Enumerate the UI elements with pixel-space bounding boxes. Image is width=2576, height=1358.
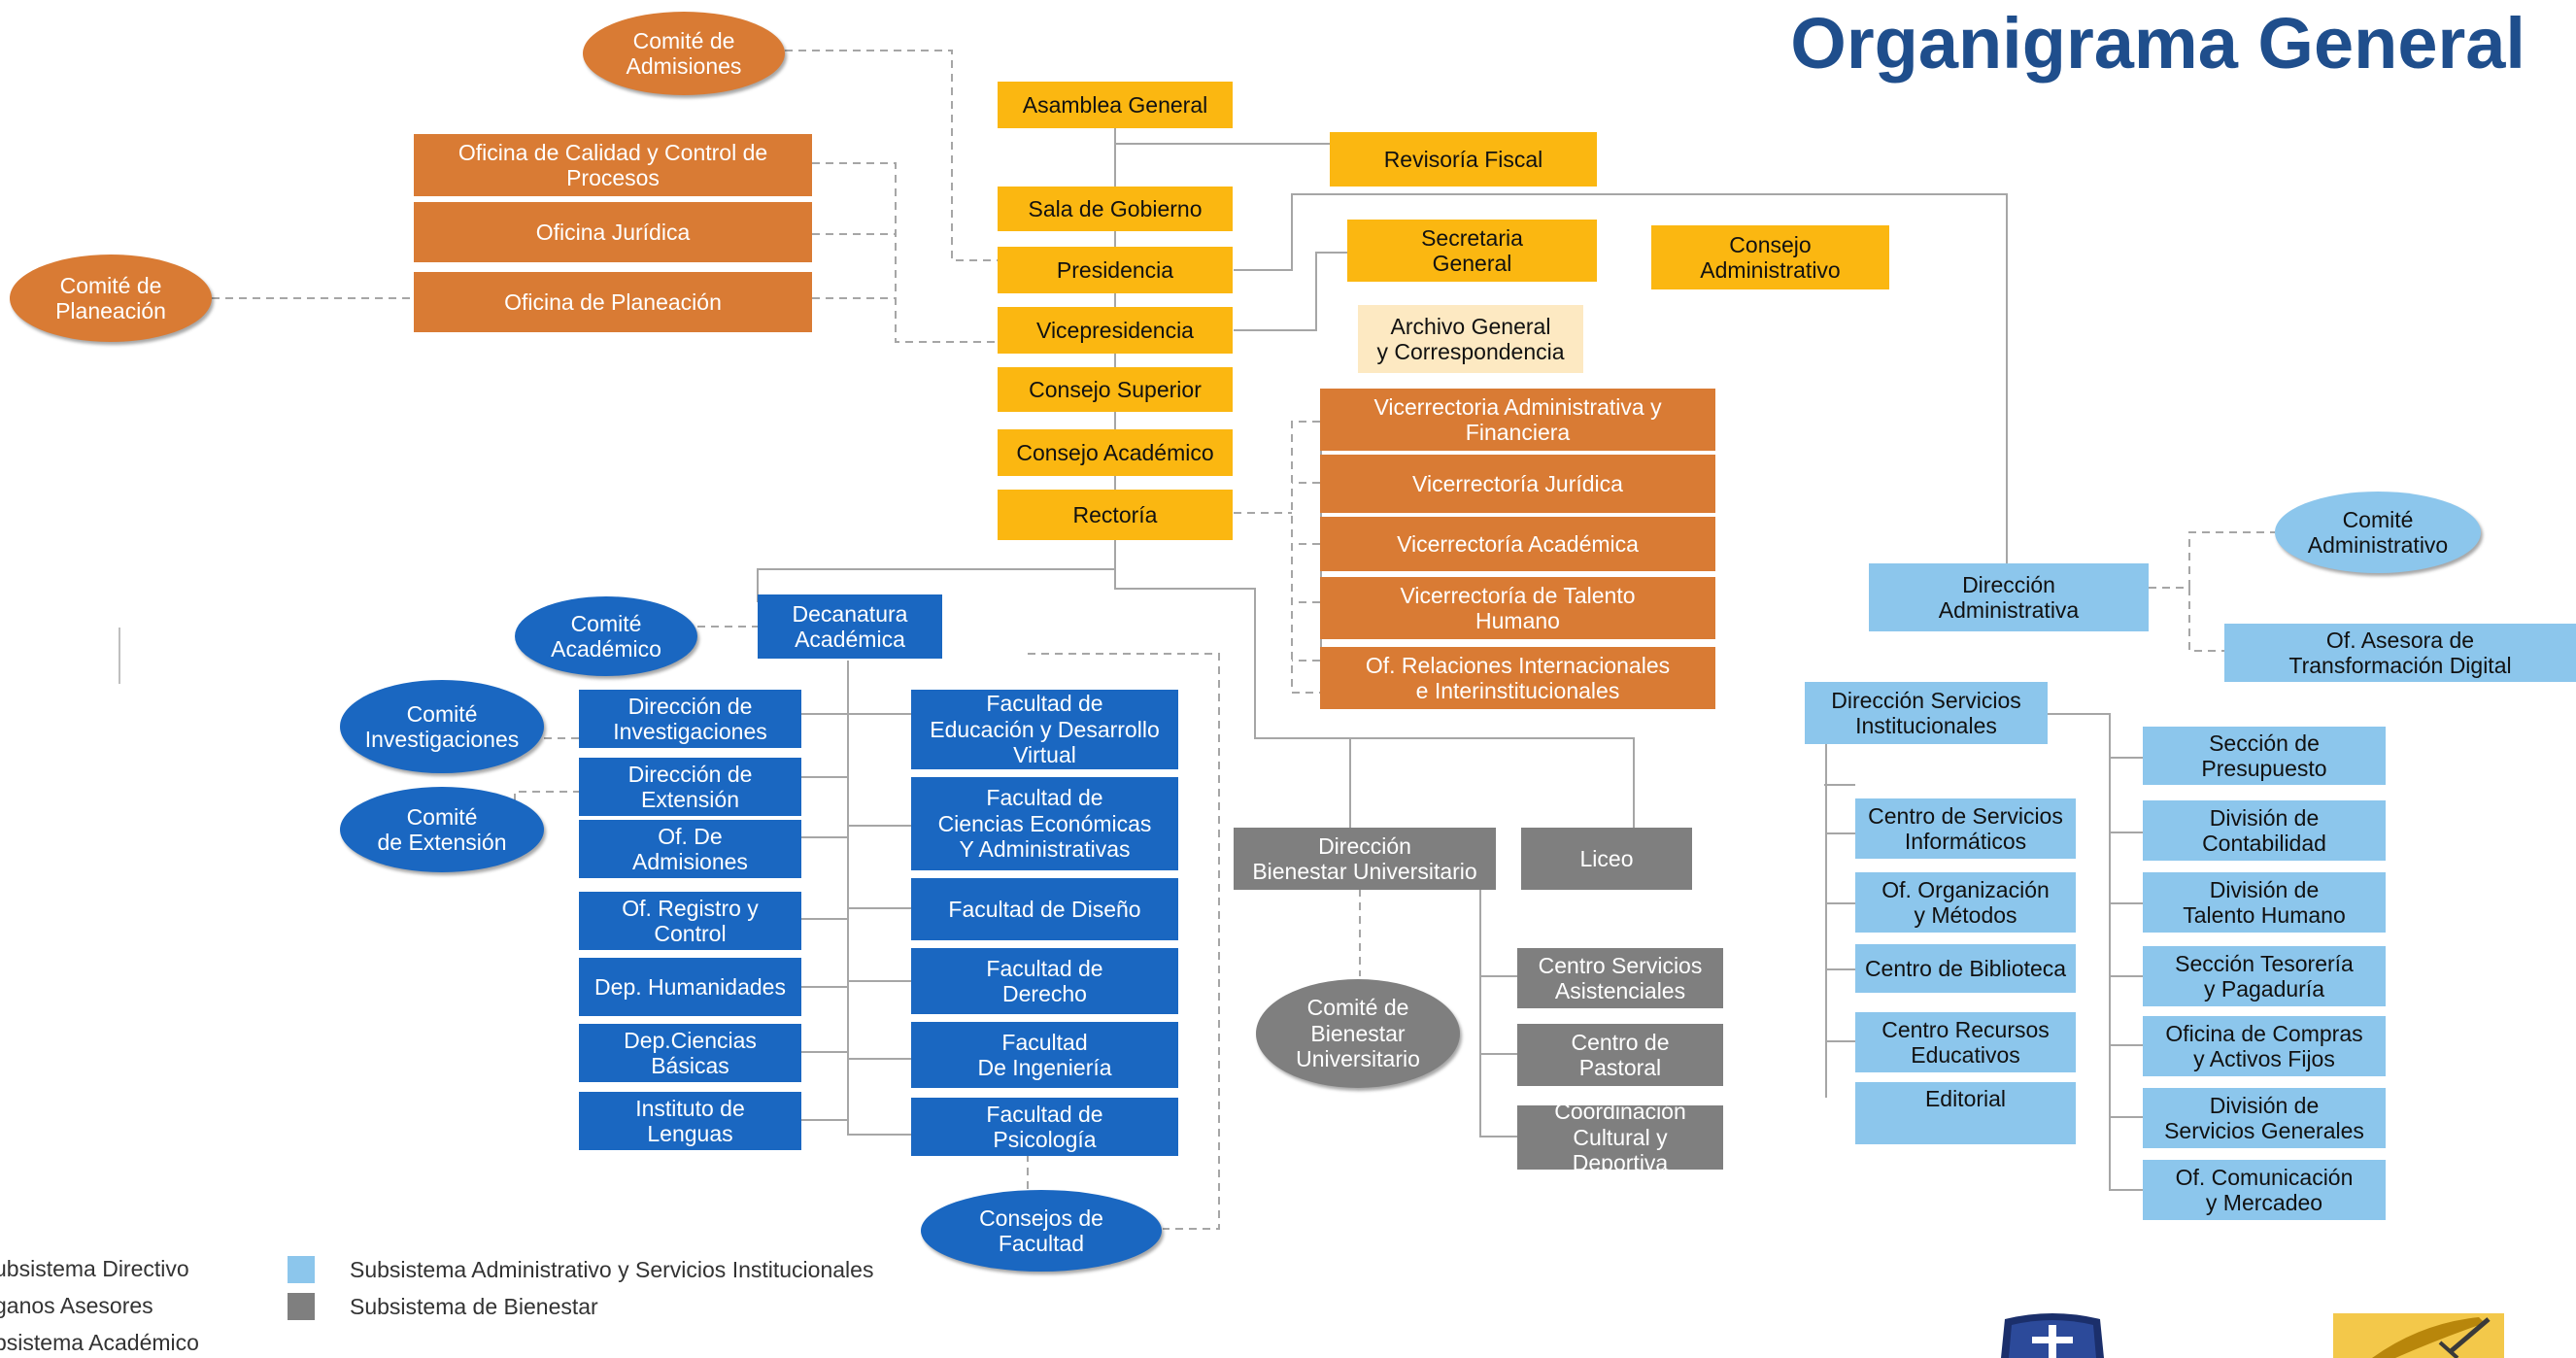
legend-asesores: ganos Asesores <box>0 1293 153 1319</box>
node-vicepresidencia[interactable]: Vicepresidencia <box>998 307 1233 354</box>
node-dep-ciencias-basicas[interactable]: Dep.Ciencias Básicas <box>579 1024 801 1082</box>
node-of-admisiones[interactable]: Of. De Admisiones <box>579 820 801 878</box>
legend-administrativo: Subsistema Administrativo y Servicios In… <box>288 1256 873 1283</box>
node-dir-bienestar[interactable]: Dirección Bienestar Universitario <box>1234 828 1496 890</box>
node-vr-administrativa[interactable]: Vicerrectoria Administrativa y Financier… <box>1320 389 1715 451</box>
node-comite-academico[interactable]: Comité Académico <box>515 596 697 676</box>
node-asamblea-general[interactable]: Asamblea General <box>998 82 1233 128</box>
node-instituto-lenguas[interactable]: Instituto de Lenguas <box>579 1092 801 1150</box>
legend-label: Subsistema de Bienestar <box>350 1293 598 1319</box>
legend-directivo: ubsistema Directivo <box>0 1256 189 1282</box>
node-centro-recursos[interactable]: Centro Recursos Educativos <box>1855 1012 2076 1072</box>
node-of-compras[interactable]: Oficina de Compras y Activos Fijos <box>2143 1016 2386 1076</box>
node-coordinacion-cultural[interactable]: Coordinación Cultural y Deportiva <box>1517 1099 1723 1175</box>
node-consejo-academico[interactable]: Consejo Académico <box>998 429 1233 476</box>
node-oficina-planeacion[interactable]: Oficina de Planeación <box>414 272 812 332</box>
legend-label: ganos Asesores <box>0 1293 153 1318</box>
node-div-contabilidad[interactable]: División de Contabilidad <box>2143 800 2386 861</box>
node-presidencia[interactable]: Presidencia <box>998 247 1233 293</box>
page-title: Organigrama General <box>1790 3 2525 84</box>
institution-logo <box>2333 1313 2504 1358</box>
node-sec-presupuesto[interactable]: Sección de Presupuesto <box>2143 727 2386 785</box>
node-dir-extension[interactable]: Dirección de Extensión <box>579 758 801 816</box>
node-sec-tesoreria[interactable]: Sección Tesorería y Pagaduría <box>2143 946 2386 1006</box>
node-editorial[interactable]: Editorial <box>1855 1082 2076 1144</box>
node-fac-educacion[interactable]: Facultad de Educación y Desarrollo Virtu… <box>911 690 1178 769</box>
node-revisoria-fiscal[interactable]: Revisoría Fiscal <box>1330 132 1597 187</box>
legend-label: Subsistema Administrativo y Servicios In… <box>350 1256 874 1282</box>
node-rectoria[interactable]: Rectoría <box>998 490 1233 540</box>
node-fac-diseno[interactable]: Facultad de Diseño <box>911 878 1178 940</box>
node-vr-juridica[interactable]: Vicerrectoría Jurídica <box>1320 455 1715 513</box>
node-centro-pastoral[interactable]: Centro de Pastoral <box>1517 1024 1723 1086</box>
node-comite-investigaciones[interactable]: Comité Investigaciones <box>340 680 544 773</box>
node-vr-academica[interactable]: Vicerrectoría Académica <box>1320 517 1715 571</box>
node-comite-administrativo[interactable]: Comité Administrativo <box>2275 492 2481 573</box>
node-dir-investigaciones[interactable]: Dirección de Investigaciones <box>579 690 801 748</box>
university-shield-logo <box>2001 1313 2104 1358</box>
node-of-relaciones[interactable]: Of. Relaciones Internacionales e Interin… <box>1320 647 1715 709</box>
node-sala-gobierno[interactable]: Sala de Gobierno <box>998 187 1233 231</box>
divider-mark <box>119 628 120 684</box>
node-fac-psicologia[interactable]: Facultad de Psicología <box>911 1098 1178 1156</box>
node-of-organizacion[interactable]: Of. Organización y Métodos <box>1855 872 2076 933</box>
node-dir-servicios-institucionales[interactable]: Dirección Servicios Institucionales <box>1805 682 2048 744</box>
node-centro-biblioteca[interactable]: Centro de Biblioteca <box>1855 944 2076 993</box>
legend-swatch <box>288 1256 315 1283</box>
node-div-talento-humano[interactable]: División de Talento Humano <box>2143 872 2386 933</box>
node-of-comunicacion[interactable]: Of. Comunicación y Mercadeo <box>2143 1160 2386 1220</box>
legend-academico: bsistema Académico <box>0 1330 199 1356</box>
legend-swatch <box>288 1293 315 1320</box>
node-archivo-general[interactable]: Archivo General y Correspondencia <box>1358 305 1583 373</box>
node-centro-informaticos[interactable]: Centro de Servicios Informáticos <box>1855 798 2076 859</box>
node-comite-extension[interactable]: Comité de Extensión <box>340 787 544 872</box>
node-liceo[interactable]: Liceo <box>1521 828 1692 890</box>
node-fac-economicas[interactable]: Facultad de Ciencias Económicas Y Admini… <box>911 777 1178 870</box>
node-vr-talento-humano[interactable]: Vicerrectoría de Talento Humano <box>1320 577 1715 639</box>
legend-bienestar: Subsistema de Bienestar <box>288 1293 598 1320</box>
legend-label: bsistema Académico <box>0 1330 199 1355</box>
node-div-servicios-generales[interactable]: División de Servicios Generales <box>2143 1088 2386 1148</box>
node-fac-derecho[interactable]: Facultad de Derecho <box>911 948 1178 1014</box>
node-fac-ingenieria[interactable]: Facultad De Ingeniería <box>911 1022 1178 1088</box>
node-of-transformacion-digital[interactable]: Of. Asesora de Transformación Digital <box>2224 624 2576 682</box>
node-consejo-administrativo[interactable]: Consejo Administrativo <box>1651 225 1889 289</box>
node-dir-administrativa[interactable]: Dirección Administrativa <box>1869 563 2149 631</box>
node-secretaria-general[interactable]: Secretaria General <box>1347 220 1597 282</box>
legend-label: ubsistema Directivo <box>0 1256 189 1281</box>
node-oficina-calidad[interactable]: Oficina de Calidad y Control de Procesos <box>414 134 812 196</box>
node-decanatura-academica[interactable]: Decanatura Académica <box>758 594 942 659</box>
node-comite-admisiones[interactable]: Comité de Admisiones <box>583 12 785 95</box>
node-of-registro-control[interactable]: Of. Registro y Control <box>579 892 801 950</box>
node-dep-humanidades[interactable]: Dep. Humanidades <box>579 958 801 1016</box>
node-comite-planeacion[interactable]: Comité de Planeación <box>10 255 212 342</box>
node-centro-asistenciales[interactable]: Centro Servicios Asistenciales <box>1517 948 1723 1008</box>
node-comite-bienestar[interactable]: Comité de Bienestar Universitario <box>1256 979 1460 1088</box>
node-oficina-juridica[interactable]: Oficina Jurídica <box>414 202 812 262</box>
node-consejos-facultad[interactable]: Consejos de Facultad <box>921 1190 1162 1272</box>
node-consejo-superior[interactable]: Consejo Superior <box>998 367 1233 412</box>
